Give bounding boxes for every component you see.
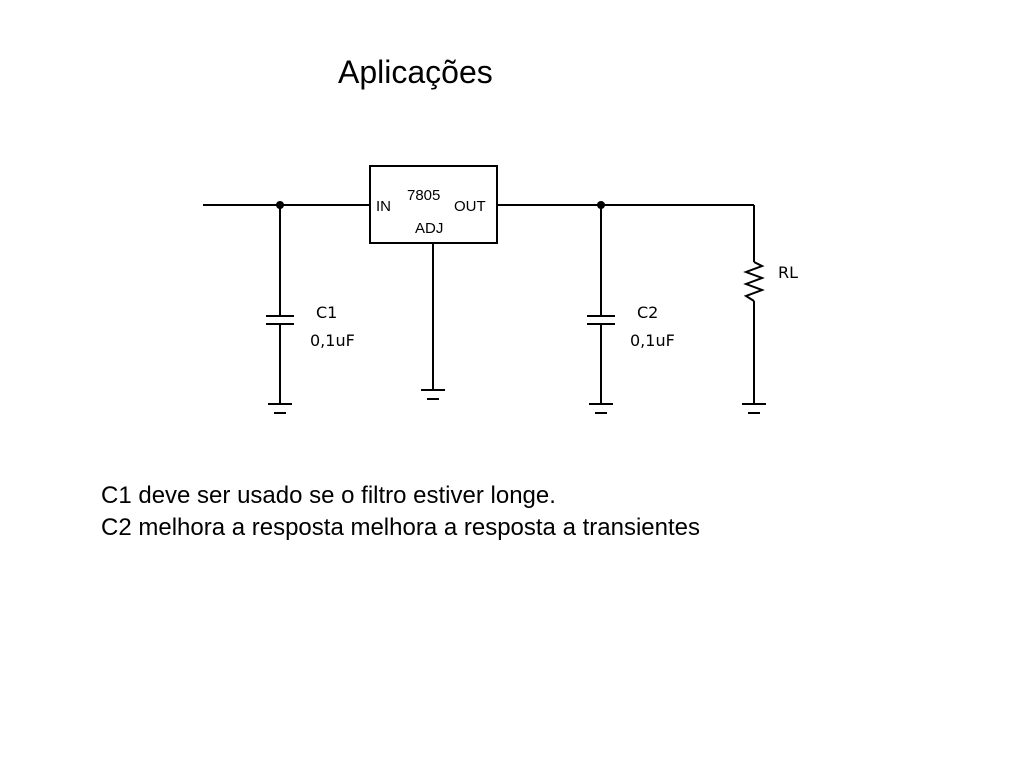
capacitor-c2: C2 0,1uF: [587, 205, 675, 414]
adj-ground-branch: [421, 243, 445, 400]
ground-symbol-adj: [421, 389, 445, 400]
note-line-c2: C2 melhora a resposta melhora a resposta…: [101, 514, 700, 541]
resistor-rl: RL: [742, 261, 798, 414]
c2-name-label: C2: [637, 303, 658, 322]
output-wire: [497, 204, 755, 262]
regulator-part-label: 7805: [407, 187, 440, 204]
c1-value-label: 0,1uF: [310, 331, 355, 350]
capacitor-c1: C1 0,1uF: [266, 205, 355, 414]
resistor-zigzag: [743, 261, 765, 302]
slide-title: Aplicações: [338, 54, 493, 90]
ground-symbol-rl: [742, 403, 766, 414]
rl-name-label: RL: [778, 263, 798, 282]
c1-name-label: C1: [316, 303, 337, 322]
regulator-pin-out-label: OUT: [454, 198, 486, 215]
ground-symbol-c2: [589, 403, 613, 414]
regulator-body: [369, 165, 498, 244]
regulator-7805: IN 7805 OUT ADJ: [369, 165, 498, 244]
ground-symbol-c1: [268, 403, 292, 414]
c2-value-label: 0,1uF: [630, 331, 675, 350]
note-line-c1: C1 deve ser usado se o filtro estiver lo…: [101, 482, 556, 509]
regulator-pin-adj-label: ADJ: [415, 220, 443, 237]
notes-text: C1 deve ser usado se o filtro estiver lo…: [101, 480, 700, 544]
regulator-pin-in-label: IN: [376, 198, 391, 215]
